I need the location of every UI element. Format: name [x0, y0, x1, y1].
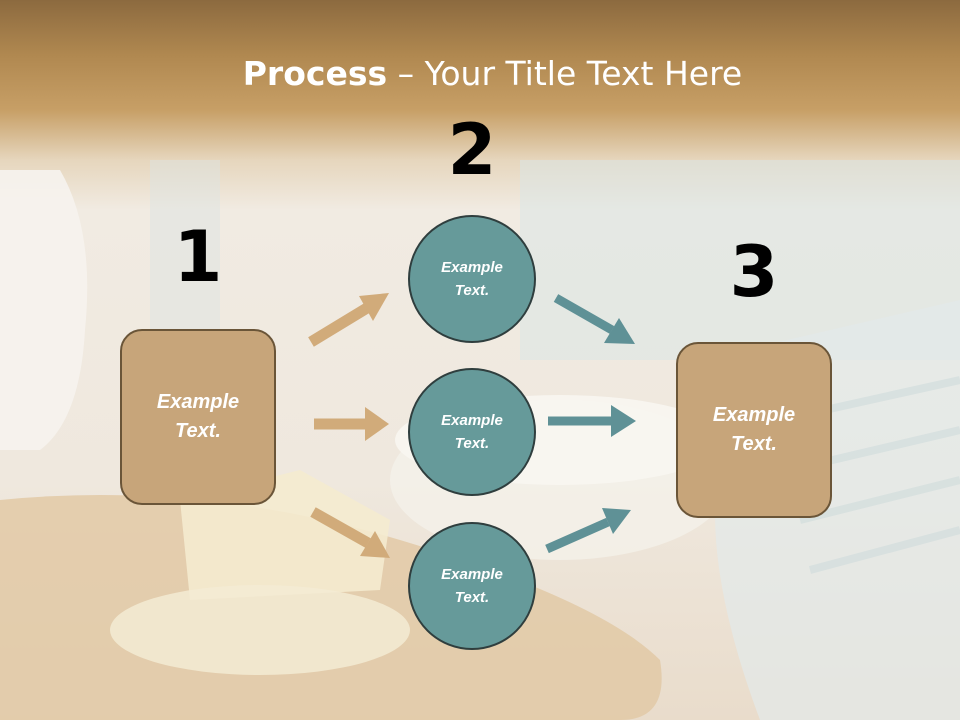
arrow-top-to-step3: [553, 294, 635, 344]
arrow-step1-to-bottom: [310, 507, 390, 558]
step-3-box: Example Text.: [676, 342, 832, 518]
step-2-middle-label: Example Text.: [441, 412, 503, 452]
step-2-bottom-label: Example Text.: [441, 566, 503, 606]
title-rest: – Your Title Text Here: [387, 54, 743, 93]
arrow-bottom-to-step3: [545, 508, 631, 554]
step-2-circle-middle: Example Text.: [408, 368, 536, 496]
arrow-middle-to-step3: [548, 405, 636, 437]
step-2-circle-top: Example Text.: [408, 215, 536, 343]
step-1-box: Example Text.: [120, 329, 276, 505]
step-2-top-label: Example Text.: [441, 259, 503, 299]
step-1-number: 1: [173, 216, 223, 298]
arrow-step1-to-top: [308, 293, 389, 347]
title-bold: Process: [242, 54, 388, 93]
step-1-label: Example Text.: [156, 391, 240, 442]
step-2-number: 2: [447, 109, 497, 191]
step-2-circle-bottom: Example Text.: [408, 522, 536, 650]
step-3-number: 3: [729, 231, 779, 313]
arrow-step1-to-middle: [314, 407, 389, 441]
step-3-label: Example Text.: [712, 404, 796, 455]
page-title: Process – Your Title Text Here: [0, 52, 960, 96]
